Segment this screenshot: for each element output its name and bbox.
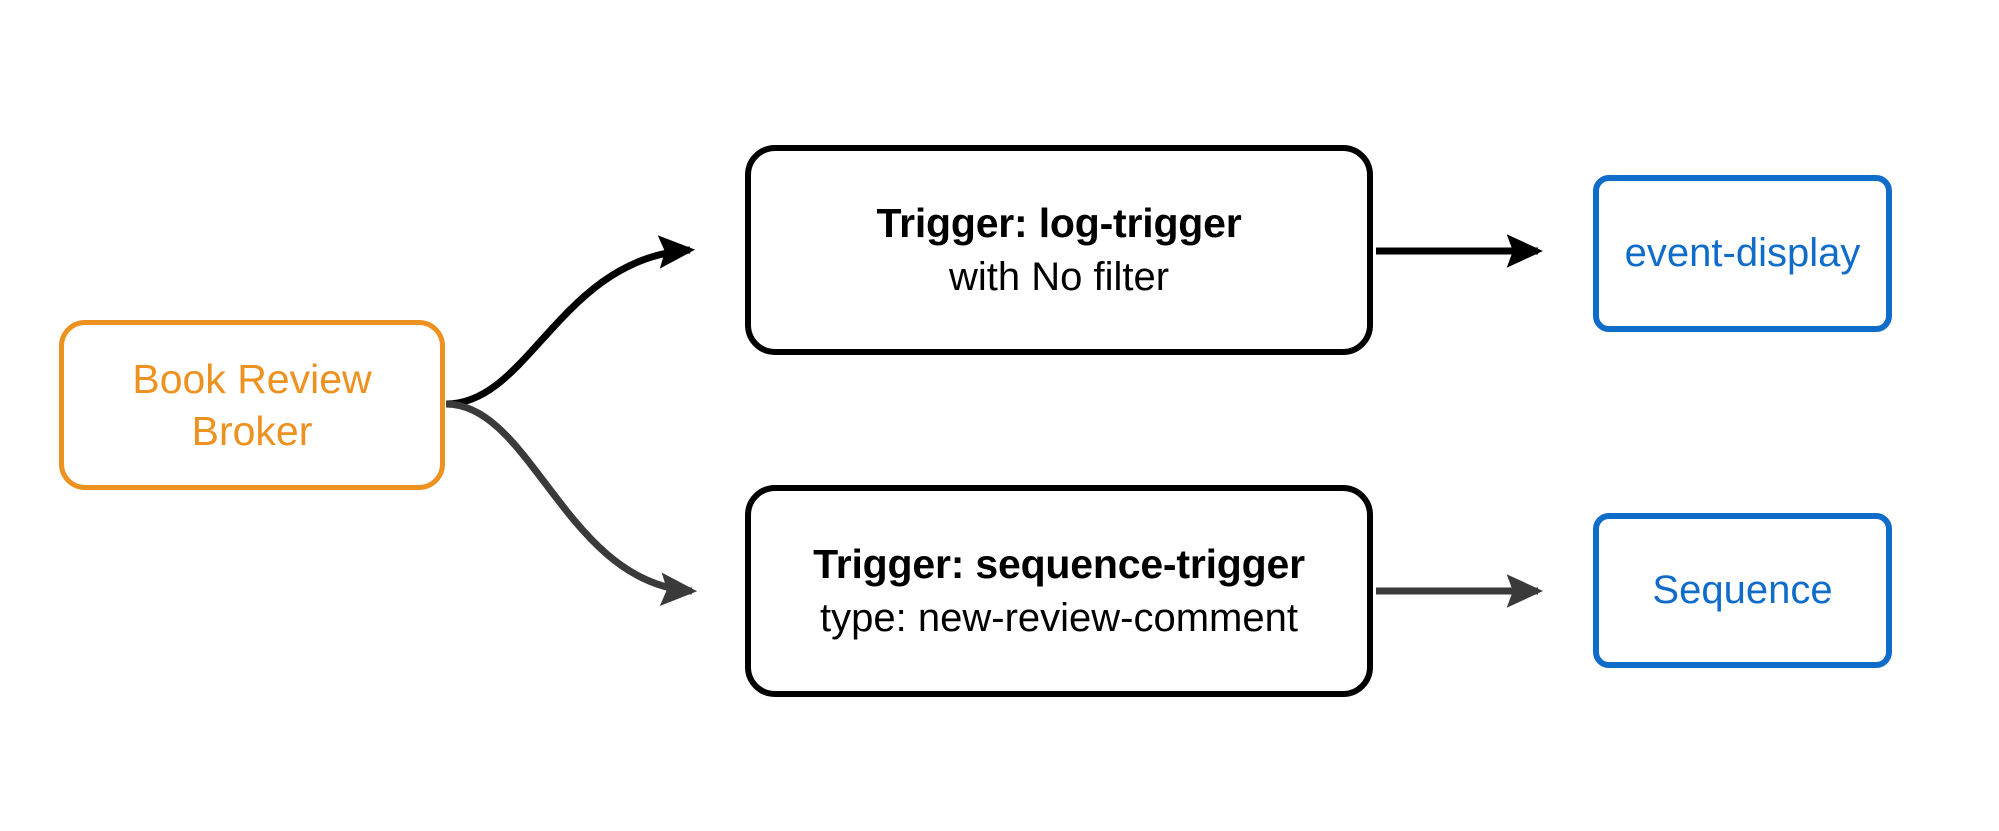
node-log-trigger-subtitle: with No filter bbox=[948, 255, 1170, 300]
node-broker-label-line1: Book Review bbox=[132, 355, 372, 402]
edge-broker-to-log-trigger bbox=[445, 235, 696, 408]
node-broker-label-line2: Broker bbox=[191, 408, 313, 454]
node-sequence-trigger-title: Trigger: sequence-trigger bbox=[813, 540, 1305, 587]
node-log-trigger-title: Trigger: log-trigger bbox=[876, 199, 1242, 246]
edge-broker-to-sequence-trigger bbox=[445, 400, 698, 606]
node-book-review-broker[interactable]: Book Review Broker bbox=[59, 320, 445, 490]
node-log-trigger[interactable]: Trigger: log-trigger with No filter bbox=[745, 145, 1373, 355]
node-event-display[interactable]: event-display bbox=[1593, 175, 1892, 332]
node-sequence-trigger-subtitle: type: new-review-comment bbox=[820, 596, 1298, 641]
node-event-display-label: event-display bbox=[1624, 230, 1861, 275]
node-sequence-label: Sequence bbox=[1652, 567, 1833, 612]
node-sequence-trigger[interactable]: Trigger: sequence-trigger type: new-revi… bbox=[745, 485, 1373, 697]
node-sequence[interactable]: Sequence bbox=[1593, 513, 1892, 668]
